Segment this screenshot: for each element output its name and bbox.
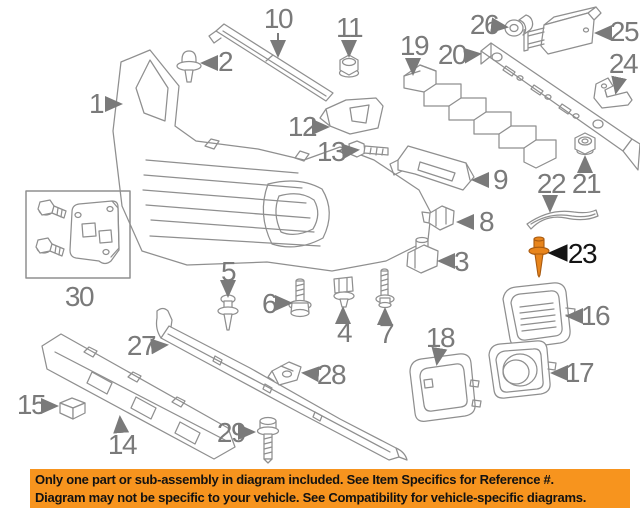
part-13-arrow [341, 143, 360, 160]
part-4-grommet-clip [333, 276, 355, 308]
part-18-fog-lamp-ring [409, 353, 482, 422]
part-25-sensor-bracket [523, 6, 602, 55]
part-28-flat-clip [267, 361, 302, 386]
part-10-upper-support-bar [208, 23, 334, 102]
part-27-arrow [150, 338, 169, 355]
part-21-flange-nut [574, 132, 596, 156]
part-1-bumper-cover [112, 49, 432, 272]
part-14-lower-valance [41, 333, 236, 460]
disclaimer-banner: Only one part or sub-assembly in diagram… [30, 469, 630, 508]
part-30-license-plate-bracket-kit [25, 190, 131, 279]
part-12-corner-bracket [319, 97, 384, 135]
part-6-screw-bolt [288, 278, 312, 318]
part-14-arrow [113, 415, 130, 434]
part-22-retainer-strip [526, 209, 599, 230]
part-7-screw [375, 268, 395, 309]
part-8-bracket-clip [421, 205, 455, 231]
disclaimer-line-2: Diagram may not be specific to your vehi… [35, 489, 587, 505]
disclaimer-line-1: Only one part or sub-assembly in diagram… [35, 471, 554, 487]
part-26-arrow [490, 17, 509, 34]
part-11-flange-nut [338, 54, 360, 78]
part-2-push-clip [176, 50, 202, 83]
part-27-lower-spoiler [155, 307, 408, 461]
part-24-arrow [611, 75, 627, 95]
part-28-arrow [301, 366, 320, 383]
part-9-lower-rail-bracket [389, 145, 475, 191]
part-20-arrow [463, 47, 482, 64]
part-23-highlighted-screw [528, 236, 550, 278]
part-20-impact-bar [480, 42, 640, 171]
part-18-arrow [431, 346, 448, 366]
part-15-small-clip [59, 397, 86, 420]
part-29-hex-screw [256, 416, 280, 464]
